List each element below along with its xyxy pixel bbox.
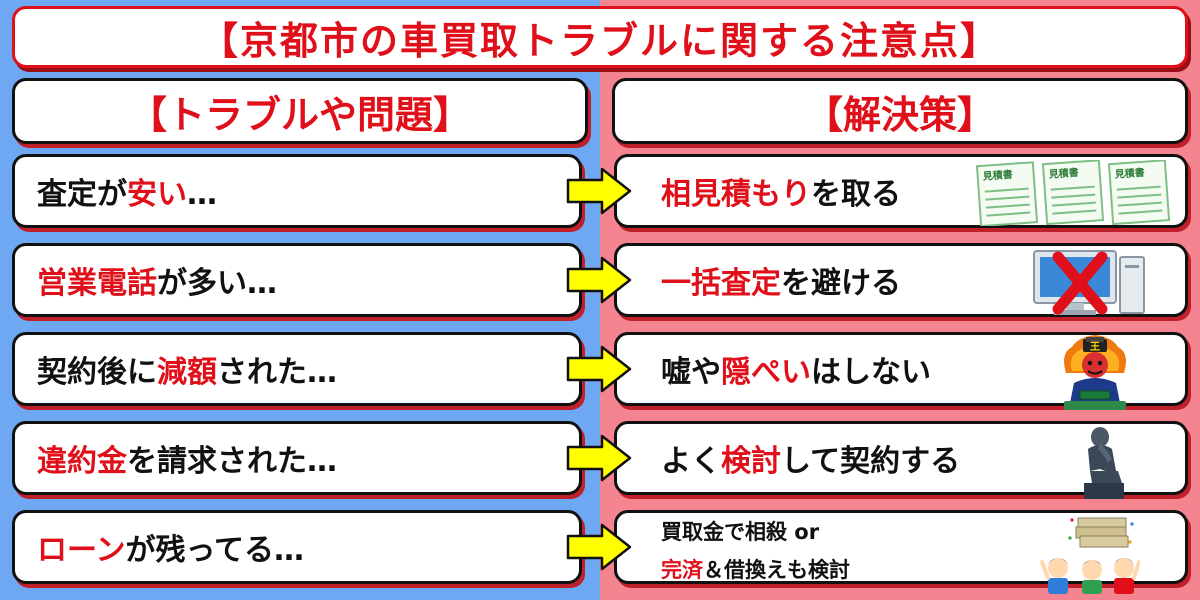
- problem-text-3: 契約後に減額された…: [37, 355, 337, 390]
- problem-text-5: ローンが残ってる…: [37, 533, 304, 568]
- doc-label: 見積書: [1047, 166, 1079, 181]
- arrow-right-icon: [566, 167, 632, 215]
- enma-king-icon: 王: [1064, 335, 1126, 410]
- king-badge: 王: [1090, 341, 1100, 353]
- problem-text-1: 査定が安い…: [37, 177, 217, 212]
- solution-text-3: 嘘や隠ぺいはしない: [661, 355, 931, 390]
- arrow-right-icon: [566, 434, 632, 482]
- problems-header-label: 【トラブルや問題】: [128, 92, 471, 137]
- solution-text-4: よく検討して契約する: [661, 444, 961, 479]
- estimate-documents-icon: 見積書 見積書 見積書: [975, 160, 1171, 226]
- solution-text-2: 一括査定を避ける: [661, 266, 901, 301]
- solution-text-5a: 買取金で相殺 or: [661, 520, 820, 544]
- problem-row-5: ローンが残ってる…: [12, 510, 582, 584]
- doc-label: 見積書: [1113, 166, 1145, 181]
- problem-text-4: 違約金を請求された…: [37, 444, 337, 479]
- problems-header: 【トラブルや問題】: [12, 78, 588, 144]
- problem-row-2: 営業電話が多い…: [12, 243, 582, 317]
- solutions-header: 【解決策】: [612, 78, 1188, 144]
- problem-text-2: 営業電話が多い…: [37, 266, 277, 301]
- problem-row-3: 契約後に減額された…: [12, 332, 582, 406]
- money-celebration-icon: [1040, 517, 1140, 594]
- solution-text-1: 相見積もりを取る: [661, 177, 901, 212]
- problem-row-1: 査定が安い…: [12, 154, 582, 228]
- doc-label: 見積書: [981, 168, 1013, 183]
- arrow-right-icon: [566, 523, 632, 571]
- arrow-right-icon: [566, 256, 632, 304]
- problem-row-4: 違約金を請求された…: [12, 421, 582, 495]
- page-title: 【京都市の車買取トラブルに関する注意点】: [199, 18, 1000, 63]
- arrow-right-icon: [566, 345, 632, 393]
- solutions-header-label: 【解決策】: [804, 92, 995, 137]
- title-banner: 【京都市の車買取トラブルに関する注意点】: [12, 6, 1188, 68]
- computer-cross-icon: [1033, 250, 1145, 315]
- thinker-statue-icon: [1084, 427, 1124, 499]
- solution-text-5b: 完済＆借換えも検討: [661, 558, 850, 582]
